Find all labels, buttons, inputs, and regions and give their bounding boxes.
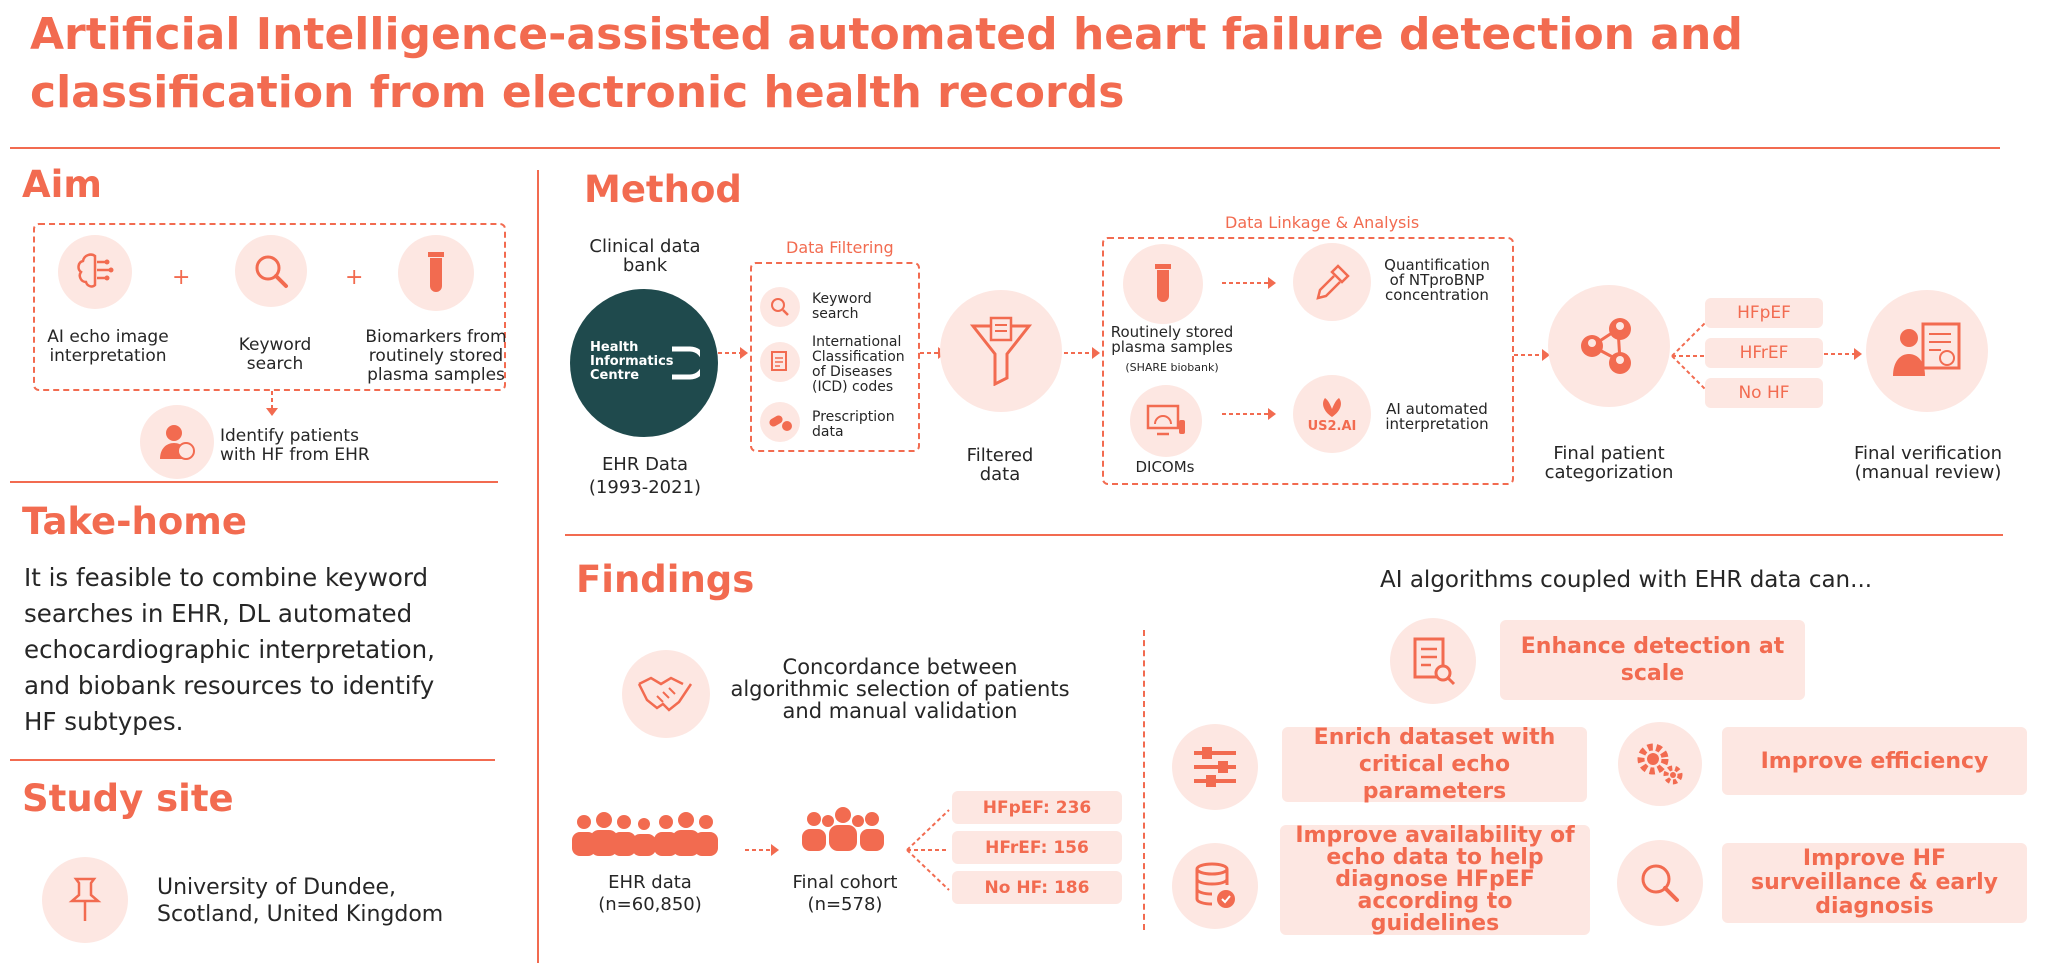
- funnel-icon: [940, 290, 1062, 412]
- ai-can-detection: Enhance detection at scale: [1500, 620, 1805, 700]
- linkage-label: Data Linkage & Analysis: [1225, 213, 1420, 232]
- verification-icon: [1866, 290, 1988, 412]
- categorization-network-icon: [1548, 285, 1670, 407]
- ehr-years-label: (1993-2021): [588, 477, 702, 498]
- category-hfref: HFrEF: [1705, 338, 1823, 368]
- findings-ehr-n: (n=60,850): [598, 894, 702, 915]
- arrow-to-cohort: [745, 844, 779, 856]
- hic-line2: Informatics: [590, 354, 674, 369]
- category-hfpef: HFpEF: [1705, 298, 1823, 328]
- findings-ehr-label: EHR data: [608, 872, 692, 893]
- filter-keyword: Keyword search: [812, 291, 872, 322]
- ai-can-surveillance: Improve HF surveillance & early diagnosi…: [1722, 843, 2027, 923]
- icd-document-icon: [760, 342, 800, 382]
- aim-item-keyword: Keyword search: [238, 335, 312, 374]
- linkage-box: [1102, 237, 1514, 485]
- people-group-icon: [570, 812, 732, 858]
- arrow-to-categorize: [1514, 349, 1550, 361]
- us2ai-text: US2.AI: [1307, 418, 1357, 434]
- dicoms-label: DICOMs: [1135, 458, 1195, 476]
- final-cohort-label: Final cohort: [792, 872, 898, 893]
- count-nohf: No HF: 186: [952, 871, 1122, 904]
- data-filtering-label: Data Filtering: [786, 238, 894, 257]
- aim-item-ai-echo: AI echo image interpretation: [47, 327, 169, 366]
- arrow-to-pipette: [1222, 277, 1276, 289]
- filter-icd: International Classification of Diseases…: [812, 334, 905, 395]
- ai-can-availability: Improve availability of echo data to hel…: [1280, 825, 1590, 935]
- document-search-icon: [1390, 618, 1476, 704]
- category-nohf: No HF: [1705, 378, 1823, 408]
- count-hfref: HFrEF: 156: [952, 831, 1122, 864]
- share-label: (SHARE biobank): [1125, 361, 1219, 374]
- us2ai-logo: US2.AI: [1293, 375, 1371, 453]
- keyword-search-icon: [760, 287, 800, 327]
- takehome-divider: [10, 759, 495, 761]
- plasma-label: Routinely stored plasma samples: [1110, 323, 1234, 356]
- gears-icon: [1618, 722, 1702, 806]
- filtering-box: [750, 262, 920, 452]
- left-column-divider: [537, 170, 539, 963]
- final-verif-label: Final verification (manual review): [1853, 443, 2003, 483]
- concordance-text: Concordance between algorithmic selectio…: [730, 655, 1070, 723]
- findings-heading: Findings: [576, 558, 755, 601]
- studysite-line1: University of Dundee,: [157, 875, 397, 900]
- plus-sign-2: +: [345, 265, 364, 290]
- poster-title: Artificial Intelligence-assisted automat…: [30, 9, 1743, 118]
- test-tube-icon: [398, 235, 474, 311]
- aim-heading: Aim: [22, 163, 102, 206]
- findings-divider: [1143, 630, 1145, 930]
- pin-icon: [42, 857, 128, 943]
- count-hfpef: HFpEF: 236: [952, 791, 1122, 824]
- patient-badge-icon: [140, 405, 214, 479]
- brain-icon: [58, 235, 132, 309]
- ehr-data-label: EHR Data: [601, 454, 689, 475]
- ai-can-heading: AI algorithms coupled with EHR data can.…: [1380, 567, 1873, 593]
- hic-line1: Health: [590, 340, 639, 355]
- aim-result: Identify patients with HF from EHR: [220, 426, 370, 465]
- filter-prescription: Prescription data: [812, 409, 895, 440]
- database-check-icon: [1172, 843, 1258, 929]
- quant-label: Quantification of NTproBNP concentration: [1384, 256, 1490, 304]
- ai-can-enrich: Enrich dataset with critical echo parame…: [1282, 725, 1587, 804]
- handshake-icon: [622, 650, 710, 738]
- pills-icon: [760, 402, 800, 442]
- aim-item-biomarkers: Biomarkers from routinely stored plasma …: [365, 327, 507, 385]
- arrow-to-us2ai: [1222, 408, 1276, 420]
- arrow-to-linkage: [1064, 347, 1100, 359]
- takehome-heading: Take-home: [22, 500, 247, 543]
- pipette-icon: [1293, 243, 1371, 321]
- aim-down-arrow: [266, 391, 278, 416]
- ai-interp-label: AI automated interpretation: [1385, 400, 1489, 433]
- ultrasound-monitor-icon: [1130, 385, 1202, 457]
- title-divider: [10, 147, 2000, 149]
- method-divider: [565, 534, 2003, 536]
- method-heading: Method: [584, 168, 742, 211]
- clinical-bank-label: Clinical data bank: [589, 236, 701, 276]
- ai-can-efficiency: Improve efficiency: [1722, 727, 2027, 795]
- aim-divider: [10, 481, 498, 483]
- final-cohort-n: (n=578): [807, 894, 883, 915]
- takehome-text: It is feasible to combine keyword search…: [24, 563, 435, 736]
- studysite-heading: Study site: [22, 777, 234, 820]
- arrow-to-filter: [718, 347, 748, 359]
- branch-to-counts: [906, 809, 950, 891]
- plasma-tube-icon: [1123, 244, 1203, 324]
- hic-line3: Centre: [590, 368, 640, 383]
- filtered-data-label: Filtered data: [966, 445, 1034, 485]
- final-cat-label: Final patient categorization: [1544, 443, 1674, 483]
- arrow-to-verification: [1824, 348, 1862, 360]
- studysite-line2: Scotland, United Kingdom: [157, 902, 444, 927]
- sliders-icon: [1172, 724, 1258, 810]
- aim-box: [33, 223, 506, 391]
- magnifier-icon: [1617, 840, 1703, 926]
- plus-sign: +: [172, 265, 191, 290]
- cohort-group-icon: [800, 807, 886, 853]
- search-icon: [235, 235, 307, 307]
- hic-logo: Health Informatics Centre: [570, 289, 718, 437]
- branch-to-categories: [1671, 315, 1713, 397]
